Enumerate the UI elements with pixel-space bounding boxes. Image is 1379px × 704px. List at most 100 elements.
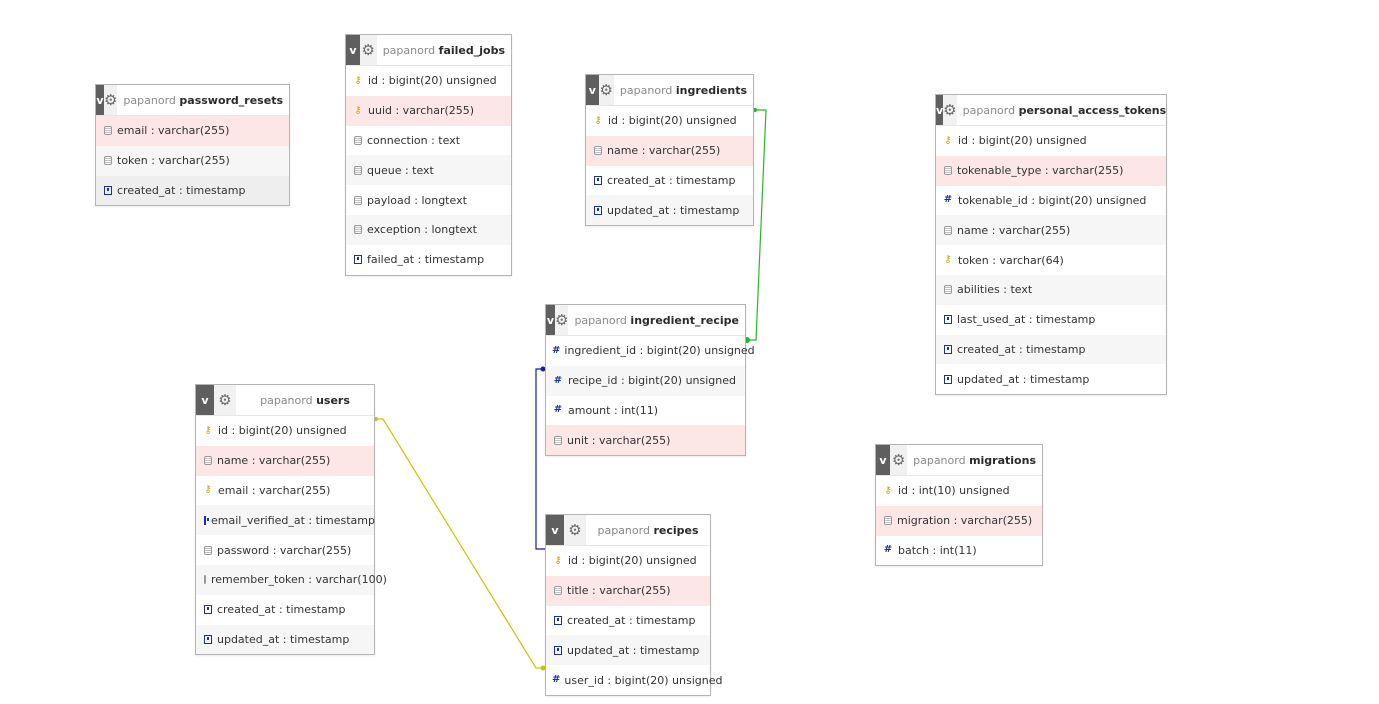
collapse-toggle-button[interactable]: v: [586, 75, 599, 105]
column-row[interactable]: title : varchar(255): [546, 575, 710, 606]
column-row[interactable]: tokenable_type : varchar(255): [936, 155, 1166, 186]
column-row[interactable]: created_at : timestamp: [96, 175, 289, 206]
key-icon: ⚷: [944, 134, 952, 146]
table-ingredients[interactable]: v ⚙ papanord ingredients ⚷ id : bigint(20…: [585, 74, 754, 227]
table-title[interactable]: papanord users: [236, 394, 374, 407]
gear-icon[interactable]: ⚙: [943, 95, 957, 125]
table-header[interactable]: v ⚙ papanord personal_access_tokens: [936, 95, 1166, 126]
column-row[interactable]: updated_at : timestamp: [586, 195, 753, 226]
column-row[interactable]: name : varchar(255): [936, 215, 1166, 246]
column-row[interactable]: ⚷token : varchar(64): [936, 245, 1166, 275]
table-title[interactable]: papanord personal_access_tokens: [957, 104, 1173, 117]
column-row[interactable]: token : varchar(255): [96, 145, 289, 176]
gear-icon[interactable]: ⚙: [890, 445, 908, 475]
column-row[interactable]: #amount : int(11): [546, 396, 745, 426]
column-row[interactable]: name : varchar(255): [196, 445, 374, 476]
table-ingredient-recipe[interactable]: v ⚙ papanord ingredient_recipe #ingredie…: [545, 304, 755, 457]
number-icon: #: [553, 374, 563, 386]
column-row[interactable]: migration : varchar(255): [876, 505, 1042, 536]
column-row[interactable]: unit : varchar(255): [546, 425, 745, 456]
gear-icon[interactable]: ⚙: [598, 75, 614, 105]
table-users[interactable]: v ⚙ papanord users ⚷id : bigint(20) unsi…: [195, 384, 387, 656]
column-label: updated_at : timestamp: [957, 372, 1090, 386]
key-icon: ⚷: [594, 114, 602, 126]
column-label: name : varchar(255): [217, 454, 331, 468]
table-header[interactable]: v ⚙ papanord ingredients: [586, 75, 753, 106]
table-header[interactable]: v ⚙ papanord password_resets: [96, 85, 289, 116]
column-row[interactable]: ⚷id : bigint(20) unsigned: [936, 126, 1166, 156]
column-row[interactable]: ⚷id : int(10) unsigned: [876, 476, 1042, 506]
table-title[interactable]: papanord password_resets: [117, 94, 289, 107]
column-row[interactable]: exception : longtext: [346, 214, 511, 245]
column-row[interactable]: #user_id : bigint(20) unsigned: [546, 665, 723, 695]
number-icon: #: [883, 544, 893, 556]
column-row[interactable]: updated_at : timestamp: [196, 624, 374, 655]
table-title[interactable]: papanord recipes: [586, 524, 710, 537]
column-row[interactable]: queue : text: [346, 155, 511, 186]
column-row[interactable]: created_at : timestamp: [936, 334, 1166, 365]
column-label: updated_at : timestamp: [607, 203, 740, 217]
gear-icon[interactable]: ⚙: [103, 85, 118, 115]
table-header[interactable]: v ⚙ papanord users: [196, 385, 374, 416]
table-header[interactable]: v ⚙ papanord failed_jobs: [346, 35, 511, 66]
column-row[interactable]: name : varchar(255): [586, 135, 753, 166]
table-migrations[interactable]: v ⚙ papanord migrations ⚷id : int(10) un…: [875, 444, 1043, 567]
collapse-toggle-button[interactable]: v: [876, 445, 890, 475]
gear-icon[interactable]: ⚙: [564, 515, 586, 545]
column-row[interactable]: created_at : timestamp: [586, 166, 753, 196]
table-password-resets[interactable]: v ⚙ papanord password_resets email : var…: [95, 84, 290, 207]
column-label: token : varchar(64): [958, 253, 1064, 267]
column-row[interactable]: payload : longtext: [346, 185, 511, 215]
collapse-toggle-button[interactable]: v: [346, 35, 360, 65]
text-icon: [944, 166, 952, 176]
column-label: id : bigint(20) unsigned: [608, 114, 737, 128]
table-recipes[interactable]: v ⚙ papanord recipes ⚷id : bigint(20) un…: [545, 514, 723, 696]
gear-icon[interactable]: ⚙: [359, 35, 377, 65]
column-label: remember_token : varchar(100): [211, 573, 387, 587]
column-row[interactable]: ⚷id : bigint(20) unsigned: [346, 66, 511, 96]
column-row[interactable]: updated_at : timestamp: [936, 364, 1166, 394]
gear-icon[interactable]: ⚙: [214, 385, 236, 415]
column-row[interactable]: connection : text: [346, 126, 511, 156]
column-row[interactable]: ⚷id : bigint(20) unsigned: [196, 416, 374, 446]
table-title[interactable]: papanord ingredient_recipe: [568, 314, 745, 327]
column-row[interactable]: failed_at : timestamp: [346, 245, 511, 275]
column-row[interactable]: ⚷uuid : varchar(255): [346, 95, 511, 126]
collapse-toggle-button[interactable]: v: [936, 95, 944, 125]
column-row[interactable]: ⚷ id : bigint(20) unsigned: [586, 106, 753, 136]
number-icon: #: [553, 404, 563, 416]
table-failed-jobs[interactable]: v ⚙ papanord failed_jobs ⚷id : bigint(20…: [345, 34, 512, 276]
column-row[interactable]: #recipe_id : bigint(20) unsigned: [546, 365, 745, 396]
column-row[interactable]: remember_token : varchar(100): [196, 564, 387, 595]
collapse-toggle-button[interactable]: v: [96, 85, 104, 115]
key-icon: ⚷: [204, 484, 212, 496]
text-icon: [554, 435, 562, 445]
collapse-toggle-button[interactable]: v: [196, 385, 214, 415]
table-header[interactable]: v ⚙ papanord migrations: [876, 445, 1042, 476]
column-row[interactable]: created_at : timestamp: [546, 606, 710, 636]
table-header[interactable]: v ⚙ papanord ingredient_recipe: [546, 305, 745, 336]
column-row[interactable]: #batch : int(11): [876, 536, 1042, 566]
column-row[interactable]: ⚷id : bigint(20) unsigned: [546, 546, 710, 576]
collapse-toggle-button[interactable]: v: [546, 305, 555, 335]
column-row[interactable]: email_verified_at : timestamp: [196, 505, 375, 536]
column-label: email_verified_at : timestamp: [211, 513, 375, 527]
collapse-toggle-button[interactable]: v: [546, 515, 564, 545]
column-label: abilities : text: [957, 283, 1033, 297]
gear-icon[interactable]: ⚙: [555, 305, 569, 335]
column-row[interactable]: created_at : timestamp: [196, 595, 374, 625]
column-row[interactable]: last_used_at : timestamp: [936, 305, 1166, 335]
table-title[interactable]: papanord ingredients: [614, 84, 753, 97]
column-row[interactable]: ⚷email : varchar(255): [196, 476, 374, 506]
column-row[interactable]: #tokenable_id : bigint(20) unsigned: [936, 186, 1166, 216]
column-label: id : int(10) unsigned: [898, 484, 1010, 498]
table-title[interactable]: papanord failed_jobs: [377, 44, 511, 57]
table-title[interactable]: papanord migrations: [907, 454, 1042, 467]
table-personal-access-tokens[interactable]: v ⚙ papanord personal_access_tokens ⚷id …: [935, 94, 1167, 396]
column-row[interactable]: email : varchar(255): [96, 116, 289, 146]
table-header[interactable]: v ⚙ papanord recipes: [546, 515, 710, 546]
column-row[interactable]: password : varchar(255): [196, 535, 374, 565]
column-row[interactable]: abilities : text: [936, 274, 1166, 305]
column-row[interactable]: #ingredient_id : bigint(20) unsigned: [546, 336, 755, 366]
column-row[interactable]: updated_at : timestamp: [546, 635, 710, 666]
